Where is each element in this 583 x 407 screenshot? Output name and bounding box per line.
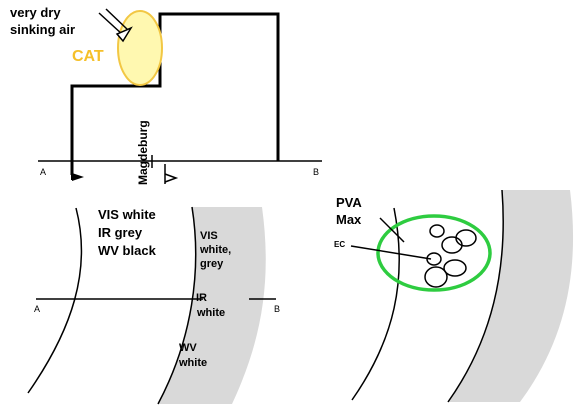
point-a-label: A bbox=[40, 167, 47, 177]
station-label: Magdeburg bbox=[136, 120, 150, 185]
band-vis-line1: VIS bbox=[200, 230, 218, 242]
cell bbox=[429, 224, 445, 238]
section-start-marker bbox=[71, 161, 84, 181]
band-ir-line1: IR bbox=[196, 292, 207, 304]
band-strip-left-arc bbox=[27, 207, 83, 394]
legend-line2: IR grey bbox=[98, 225, 143, 240]
band-ir-line2: white bbox=[197, 307, 226, 319]
legend-line1: VIS white bbox=[98, 207, 156, 222]
right-grey-band-edge bbox=[447, 189, 504, 403]
pva-label-line2: Max bbox=[336, 212, 362, 227]
band-vis-line2: white, bbox=[200, 244, 232, 256]
tropopause-profile bbox=[70, 12, 280, 175]
satellite-bands-panel bbox=[27, 206, 276, 405]
right-grey-band bbox=[448, 190, 574, 402]
flag-marker-icon bbox=[164, 164, 179, 184]
cell bbox=[443, 259, 467, 277]
section-point-b: B bbox=[274, 304, 281, 314]
cell bbox=[455, 229, 477, 247]
pva-label-line1: PVA bbox=[336, 195, 362, 210]
section-point-a: A bbox=[34, 304, 41, 314]
pva-pointer bbox=[379, 217, 405, 243]
cat-label: CAT bbox=[72, 48, 104, 65]
arrow-down-right-icon bbox=[98, 8, 133, 43]
cell bbox=[441, 236, 463, 254]
band-vis-line3: grey bbox=[200, 258, 224, 270]
cat-ellipse-icon bbox=[117, 10, 163, 86]
pva-max-ring bbox=[376, 214, 492, 292]
legend-line3: WV black bbox=[98, 243, 156, 258]
band-wv-line1: WV bbox=[179, 342, 197, 354]
air-label-line1: very dry bbox=[10, 5, 61, 20]
grey-band-edge bbox=[157, 206, 197, 405]
point-b-label: B bbox=[313, 167, 320, 177]
right-panel-arc bbox=[351, 207, 400, 401]
cell bbox=[424, 266, 448, 288]
pva-panel bbox=[350, 189, 574, 403]
ec-label: EC bbox=[334, 240, 346, 249]
grey-band bbox=[158, 207, 266, 404]
ec-pointer bbox=[350, 245, 432, 260]
air-label-line2: sinking air bbox=[10, 22, 76, 37]
convective-cells bbox=[424, 224, 477, 288]
cross-section-panel bbox=[38, 8, 322, 184]
band-wv-line2: white bbox=[179, 357, 208, 369]
